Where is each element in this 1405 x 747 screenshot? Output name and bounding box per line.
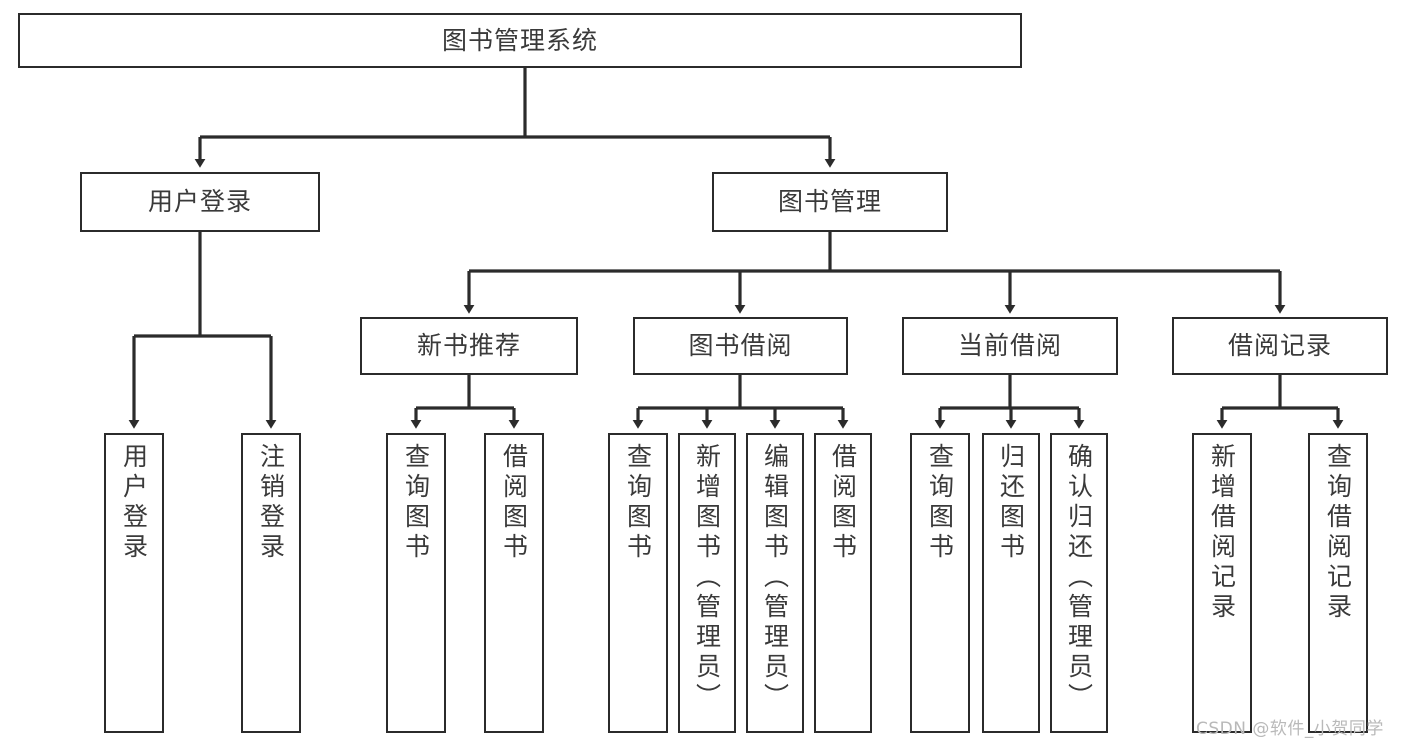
node-leaf-return-book-label: 归还图书 bbox=[996, 443, 1026, 563]
node-leaf-query-book-cur-label: 查询图书 bbox=[925, 443, 955, 563]
node-leaf-add-record-label: 新增借阅记录 bbox=[1207, 443, 1237, 623]
csdn-watermark: CSDN @软件_小贺同学 bbox=[1196, 719, 1384, 739]
node-book-manage-label: 图书管理 bbox=[777, 187, 882, 217]
node-leaf-borrow-book-new[interactable]: 借阅图书 bbox=[484, 433, 544, 733]
node-root-label: 图书管理系统 bbox=[441, 25, 598, 55]
node-new-book-recommend[interactable]: 新书推荐 bbox=[360, 317, 578, 375]
node-leaf-add-book[interactable]: 新增图书（管理员） bbox=[678, 433, 736, 733]
node-book-borrow[interactable]: 图书借阅 bbox=[633, 317, 848, 375]
node-leaf-add-record[interactable]: 新增借阅记录 bbox=[1192, 433, 1252, 733]
node-root[interactable]: 图书管理系统 bbox=[18, 13, 1022, 68]
node-leaf-confirm-return-label: 确认归还（管理员） bbox=[1064, 443, 1094, 713]
node-leaf-borrow-book-new-label: 借阅图书 bbox=[499, 443, 529, 563]
node-borrow-record[interactable]: 借阅记录 bbox=[1172, 317, 1388, 375]
node-borrow-record-label: 借阅记录 bbox=[1227, 331, 1332, 361]
node-leaf-confirm-return[interactable]: 确认归还（管理员） bbox=[1050, 433, 1108, 733]
node-leaf-user-login-label: 用户登录 bbox=[119, 443, 149, 563]
node-leaf-edit-book[interactable]: 编辑图书（管理员） bbox=[746, 433, 804, 733]
node-leaf-query-record[interactable]: 查询借阅记录 bbox=[1308, 433, 1368, 733]
node-leaf-edit-book-label: 编辑图书（管理员） bbox=[760, 443, 790, 713]
node-leaf-logout[interactable]: 注销登录 bbox=[241, 433, 301, 733]
node-new-book-recommend-label: 新书推荐 bbox=[416, 331, 521, 361]
node-user-login[interactable]: 用户登录 bbox=[80, 172, 320, 232]
node-leaf-query-book[interactable]: 查询图书 bbox=[608, 433, 668, 733]
node-leaf-logout-label: 注销登录 bbox=[256, 443, 286, 563]
node-leaf-borrow-book[interactable]: 借阅图书 bbox=[814, 433, 872, 733]
node-user-login-label: 用户登录 bbox=[147, 187, 252, 217]
node-leaf-query-book-cur[interactable]: 查询图书 bbox=[910, 433, 970, 733]
node-current-borrow-label: 当前借阅 bbox=[957, 331, 1062, 361]
node-leaf-user-login[interactable]: 用户登录 bbox=[104, 433, 164, 733]
node-book-manage[interactable]: 图书管理 bbox=[712, 172, 948, 232]
node-leaf-add-book-label: 新增图书（管理员） bbox=[692, 443, 722, 713]
node-leaf-return-book[interactable]: 归还图书 bbox=[982, 433, 1040, 733]
node-book-borrow-label: 图书借阅 bbox=[688, 331, 793, 361]
node-leaf-borrow-book-label: 借阅图书 bbox=[828, 443, 858, 563]
node-current-borrow[interactable]: 当前借阅 bbox=[902, 317, 1118, 375]
node-leaf-query-book-label: 查询图书 bbox=[623, 443, 653, 563]
node-leaf-query-record-label: 查询借阅记录 bbox=[1323, 443, 1353, 623]
node-leaf-query-book-new-label: 查询图书 bbox=[401, 443, 431, 563]
node-leaf-query-book-new[interactable]: 查询图书 bbox=[386, 433, 446, 733]
